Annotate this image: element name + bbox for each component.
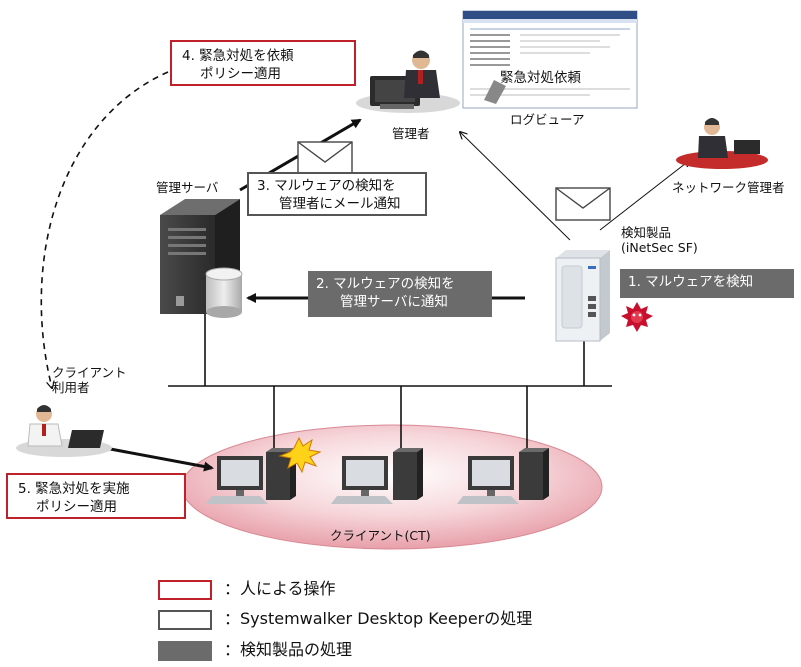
step5-line2: ポリシー適用 — [36, 499, 117, 515]
legend-swatch-human — [158, 580, 212, 600]
network-lines — [168, 310, 612, 460]
step5-line1: 5. 緊急対処を実施 — [18, 481, 130, 497]
log-viewer-label: ログビューア — [510, 112, 585, 127]
admin-figure — [356, 50, 460, 113]
step3-line2: 管理者にメール通知 — [279, 196, 401, 212]
detector-label-line2: (iNetSec SF) — [621, 240, 698, 255]
step2-box: 2. マルウェアの検知を 管理サーバに通知 — [308, 271, 492, 317]
arrow-detector-to-admin — [460, 132, 571, 241]
client-user-label: クライアント 利用者 — [52, 365, 127, 395]
client-pc-1 — [206, 448, 296, 504]
step4-box: 4. 緊急対処を依頼 ポリシー適用 — [170, 40, 356, 86]
network-admin-label: ネットワーク管理者 — [672, 180, 785, 195]
step1-box: 1. マルウェアを検知 — [620, 269, 794, 298]
client-user-figure — [16, 405, 112, 457]
client-user-label-line2: 利用者 — [52, 380, 90, 395]
mgmt-server-label: 管理サーバ — [156, 180, 219, 195]
envelope-icon — [297, 141, 353, 175]
client-pc-3 — [457, 448, 549, 504]
log-viewer-screen — [462, 10, 638, 109]
explosion-icon — [278, 436, 322, 474]
management-server-icon — [160, 199, 243, 318]
step3-box: 3. マルウェアの検知を 管理者にメール通知 — [247, 172, 427, 216]
legend-text-sdk: ：Systemwalker Desktop Keeperの処理 — [224, 609, 533, 628]
detector-label-line1: 検知製品 — [621, 225, 672, 240]
admin-label: 管理者 — [392, 126, 430, 141]
legend-text-human: ：人による操作 — [224, 579, 336, 598]
detector-label: 検知製品 (iNetSec SF) — [621, 225, 698, 255]
legend-swatch-sdk — [158, 610, 212, 630]
malware-icon — [621, 302, 653, 332]
step2-line2: 管理サーバに通知 — [340, 294, 448, 310]
client-pc-2 — [331, 448, 423, 504]
client-user-label-line1: クライアント — [52, 365, 127, 380]
step3-line1: 3. マルウェアの検知を — [257, 178, 396, 194]
step4-line1: 4. 緊急対処を依頼 — [182, 48, 294, 64]
step1-line1: 1. マルウェアを検知 — [628, 274, 754, 290]
arrow-detector-to-netadmin — [599, 160, 690, 231]
arrow-dashed-admin-to-user — [40, 71, 169, 388]
network-admin-figure — [676, 118, 768, 169]
clients-label: クライアント(CT) — [330, 528, 431, 543]
legend-text-detector: ：検知製品の処理 — [224, 640, 353, 659]
step4-line2: ポリシー適用 — [200, 66, 281, 82]
detector-appliance-icon — [555, 250, 610, 342]
step2-line1: 2. マルウェアの検知を — [316, 276, 455, 292]
envelope-icon — [555, 187, 611, 221]
step5-box: 5. 緊急対処を実施 ポリシー適用 — [6, 473, 186, 519]
legend-swatch-detector — [158, 641, 212, 661]
log-viewer-caption: 緊急対処依頼 — [500, 70, 581, 86]
arrow-user-to-clients — [104, 446, 214, 472]
